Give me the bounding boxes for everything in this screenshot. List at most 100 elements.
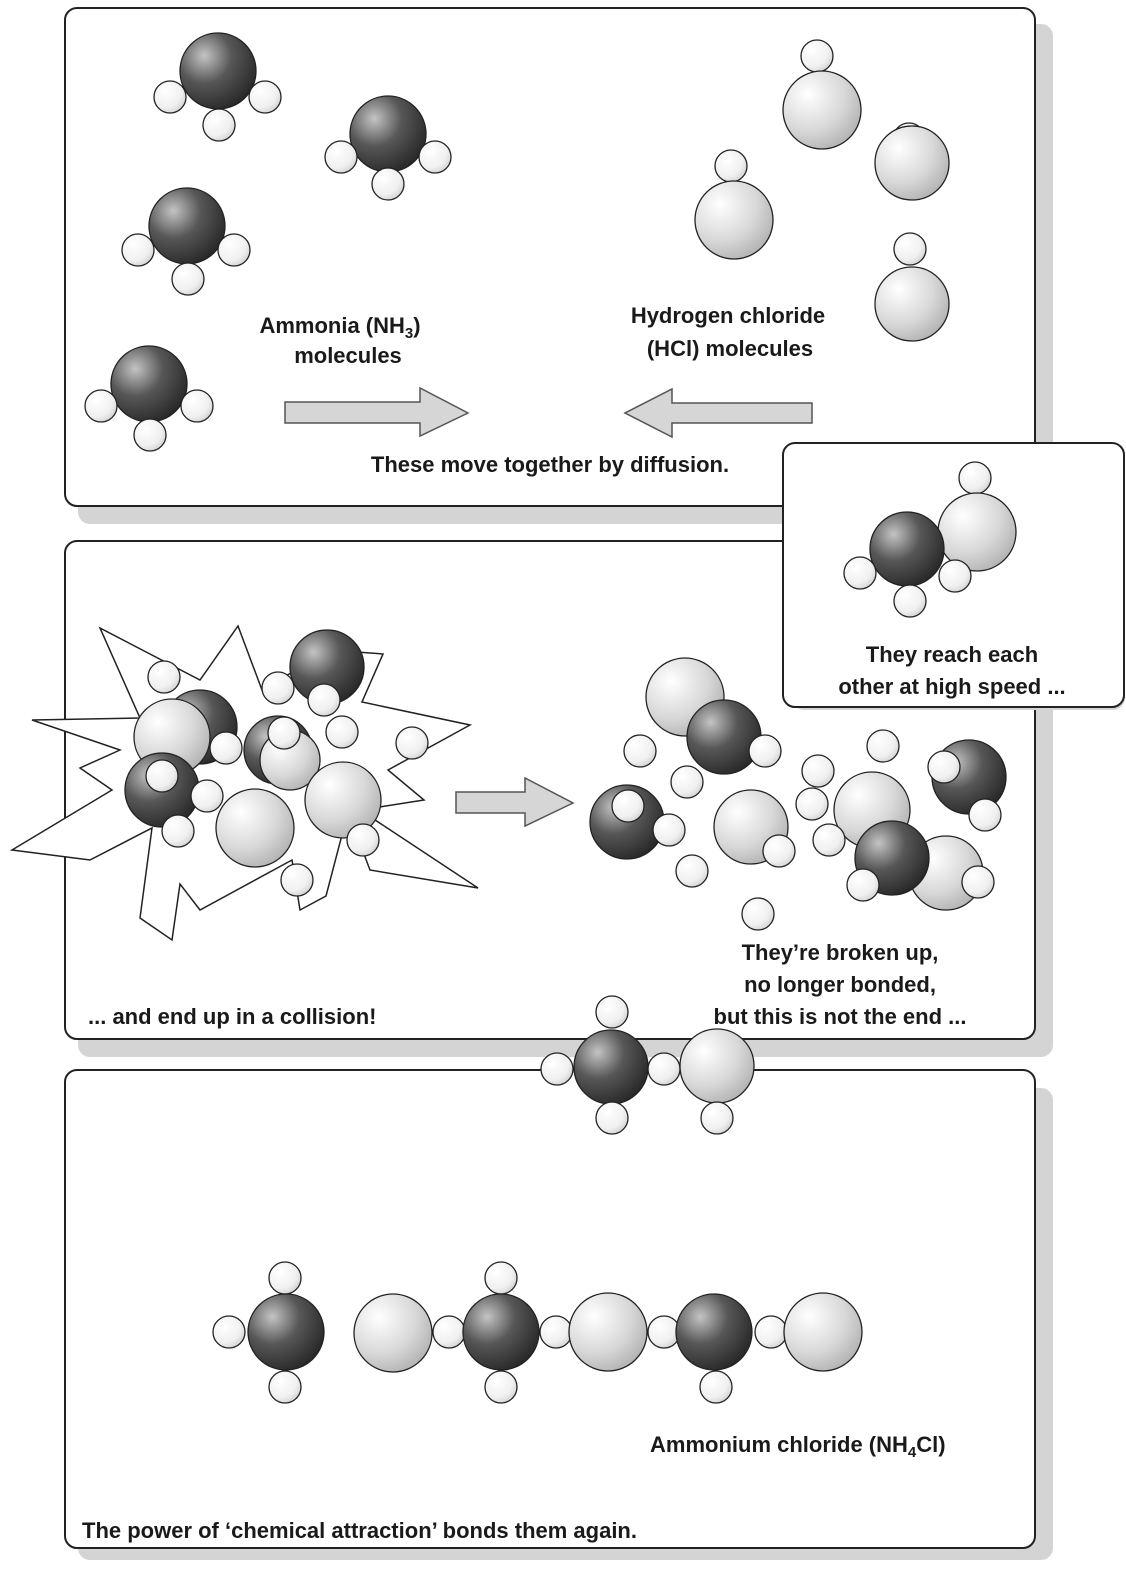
hydrogen-atom bbox=[190, 779, 224, 813]
chlorine-atom bbox=[937, 492, 1017, 572]
hydrogen-atom bbox=[595, 995, 629, 1029]
hydrogen-atom bbox=[540, 1052, 574, 1086]
hydrogen-atom bbox=[801, 754, 835, 788]
hydrogen-atom bbox=[268, 1370, 302, 1404]
hydrogen-atom bbox=[209, 731, 243, 765]
hydrogen-atom bbox=[748, 734, 782, 768]
hydrogen-atom bbox=[958, 461, 992, 495]
hydrogen-atom bbox=[595, 1101, 629, 1135]
hydrogen-atom bbox=[145, 759, 179, 793]
product-caption: The power of ‘chemical attraction’ bonds… bbox=[82, 1518, 637, 1543]
broken-line3: but this is not the end ... bbox=[714, 1004, 967, 1029]
inset-line2: other at high speed ... bbox=[838, 674, 1065, 699]
hydrogen-atom bbox=[938, 559, 972, 593]
hydrogen-atom bbox=[248, 80, 282, 114]
hydrogen-atom bbox=[843, 556, 877, 590]
diffusion-caption: These move together by diffusion. bbox=[371, 452, 729, 477]
left-arrow bbox=[623, 387, 813, 439]
hydrogen-atom bbox=[324, 140, 358, 174]
broken-line1: They’re broken up, bbox=[742, 940, 939, 965]
hydrogen-atom bbox=[268, 1261, 302, 1295]
hydrogen-atom bbox=[611, 789, 645, 823]
hydrogen-atom bbox=[307, 683, 341, 717]
chlorine-atom bbox=[783, 1292, 863, 1372]
chlorine-atom bbox=[679, 1028, 755, 1104]
hydrogen-atom bbox=[161, 814, 195, 848]
hydrogen-atom bbox=[699, 1370, 733, 1404]
broken-line2: no longer bonded, bbox=[744, 972, 936, 997]
hydrogen-atom bbox=[652, 813, 686, 847]
hydrogen-atom bbox=[795, 787, 829, 821]
hydrogen-atom bbox=[371, 167, 405, 201]
hydrogen-atom bbox=[84, 389, 118, 423]
inset-molecule bbox=[843, 461, 1017, 618]
hydrogen-atom bbox=[147, 660, 181, 694]
hydrogen-atom bbox=[261, 671, 295, 705]
hydrogen-atom bbox=[280, 863, 314, 897]
hydrogen-atom bbox=[968, 798, 1002, 832]
hydrogen-atom bbox=[267, 716, 301, 750]
hydrogen-atom bbox=[202, 108, 236, 142]
hydrogen-atom bbox=[346, 823, 380, 857]
hcl-label-line2: (HCl) molecules bbox=[647, 336, 813, 361]
collision-caption: ... and end up in a collision! bbox=[88, 1004, 376, 1029]
hydrogen-atom bbox=[171, 262, 205, 296]
hydrogen-atom bbox=[800, 39, 834, 73]
product-label: Ammonium chloride (NH4Cl) bbox=[650, 1432, 946, 1461]
hydrogen-atom bbox=[893, 232, 927, 266]
chlorine-atom bbox=[694, 180, 774, 260]
hydrogen-atom bbox=[217, 233, 251, 267]
hydrogen-atom bbox=[395, 726, 429, 760]
hydrogen-atom bbox=[700, 1101, 734, 1135]
collision-atoms bbox=[124, 629, 429, 897]
ammonium-chloride-lattice bbox=[212, 995, 863, 1404]
hydrogen-atom bbox=[153, 80, 187, 114]
panel-product bbox=[64, 1069, 1036, 1549]
chlorine-atom bbox=[874, 266, 950, 342]
nitrogen-atom bbox=[686, 699, 762, 775]
nitrogen-atom bbox=[573, 1029, 649, 1105]
hydrogen-atom bbox=[714, 149, 748, 183]
hydrogen-atom bbox=[133, 418, 167, 452]
nitrogen-atom bbox=[349, 95, 427, 173]
hydrogen-atom bbox=[846, 868, 880, 902]
nitrogen-atom bbox=[148, 187, 226, 265]
hydrogen-atom bbox=[121, 233, 155, 267]
hydrogen-atom bbox=[325, 715, 359, 749]
broken-atoms bbox=[589, 657, 1007, 931]
nitrogen-atom bbox=[462, 1293, 540, 1371]
hydrogen-atom bbox=[961, 865, 995, 899]
nitrogen-atom bbox=[110, 345, 188, 423]
chlorine-atom bbox=[353, 1293, 433, 1373]
chlorine-atom bbox=[568, 1292, 648, 1372]
chlorine-atom bbox=[304, 761, 382, 839]
right-arrow bbox=[284, 386, 470, 438]
hydrogen-atom bbox=[484, 1261, 518, 1295]
nitrogen-atom bbox=[179, 32, 257, 110]
hydrogen-atom bbox=[741, 897, 775, 931]
hydrogen-atom bbox=[623, 734, 657, 768]
hydrogen-atom bbox=[754, 1315, 788, 1349]
reaction-arrow bbox=[455, 776, 575, 828]
inset-line1: They reach each bbox=[866, 642, 1038, 667]
hydrogen-atom bbox=[432, 1315, 466, 1349]
hydrogen-atom bbox=[484, 1370, 518, 1404]
hydrogen-atom bbox=[647, 1315, 681, 1349]
ammonia-label-line2: molecules bbox=[294, 343, 402, 368]
collision-burst bbox=[9, 624, 479, 942]
hydrogen-atom bbox=[180, 389, 214, 423]
hydrogen-atom bbox=[927, 750, 961, 784]
chlorine-atom bbox=[874, 125, 950, 201]
hcl-label: Hydrogen chloride bbox=[631, 303, 825, 328]
chlorine-atom bbox=[782, 70, 862, 150]
hydrogen-atom bbox=[893, 584, 927, 618]
hydrogen-atom bbox=[812, 823, 846, 857]
ammonia-label: Ammonia (NH3) bbox=[259, 313, 420, 342]
nitrogen-atom bbox=[869, 511, 945, 587]
hydrogen-atom bbox=[418, 140, 452, 174]
hydrogen-atom bbox=[762, 834, 796, 868]
hydrogen-atom bbox=[212, 1315, 246, 1349]
hydrogen-atom bbox=[539, 1315, 573, 1349]
hydrogen-atom bbox=[647, 1052, 681, 1086]
